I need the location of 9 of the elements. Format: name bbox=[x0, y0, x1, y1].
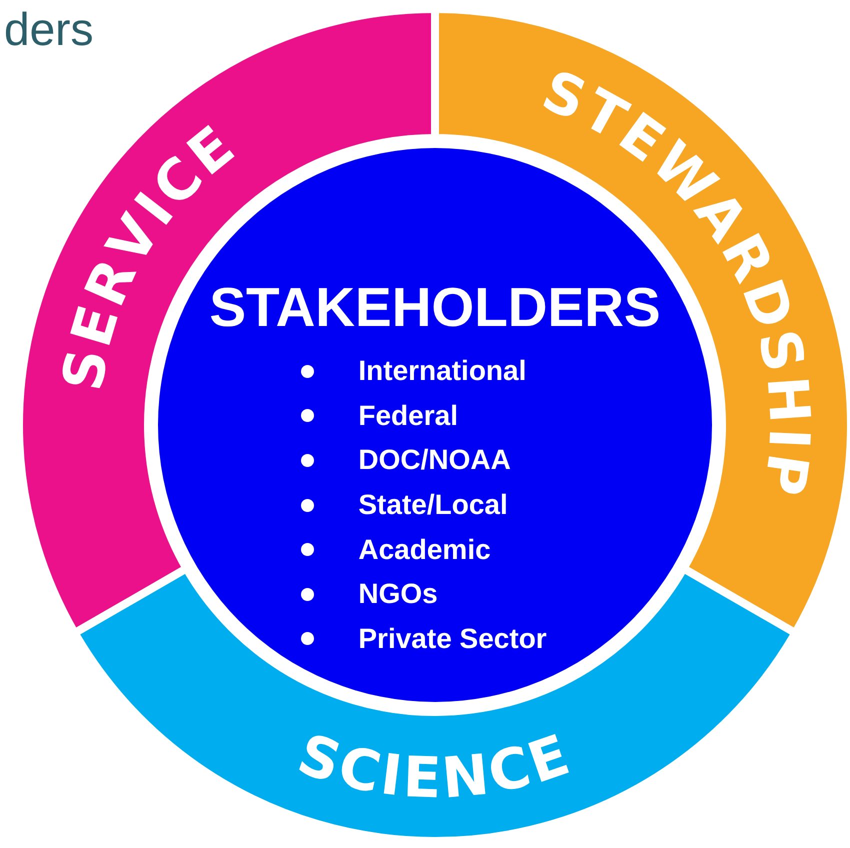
list-item: Academic bbox=[358, 534, 491, 566]
list-item: NGOs bbox=[358, 578, 438, 610]
list-item: International bbox=[358, 355, 526, 388]
heading-fragment: ders bbox=[4, 6, 94, 52]
list-item: DOC/NOAA bbox=[358, 444, 511, 476]
list-item: Private Sector bbox=[358, 622, 547, 655]
list-item: Federal bbox=[358, 400, 458, 432]
segment-label: SCIENCE bbox=[290, 722, 580, 812]
list-item: State/Local bbox=[358, 489, 508, 522]
